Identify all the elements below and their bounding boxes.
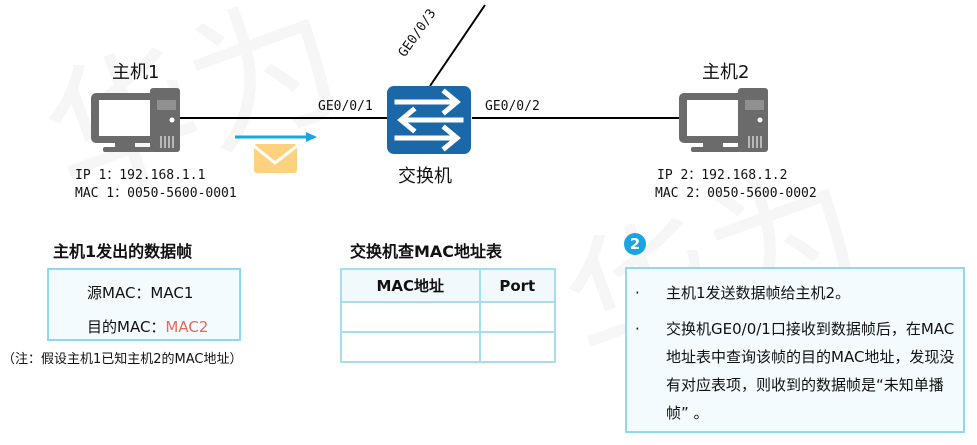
table-cell [340,301,481,333]
switch-arrows-icon[interactable] [387,86,471,154]
table-row [340,301,557,333]
host1-ip: IP 1：192.168.1.1 [75,168,206,183]
table-header-row: MAC地址 Port [340,268,557,303]
frame-panel-title: 主机1发出的数据帧 [53,242,193,261]
step-number-badge: 2 [624,233,646,255]
dst-mac-label: 目的MAC： [87,318,166,336]
table-row [340,331,557,363]
host2-label: 主机2 [702,62,750,83]
frame-panel: 源MAC：MAC1 目的MAC：MAC2 [47,268,241,341]
link-switch-ge003 [429,4,486,87]
bullet-text: 主机1发送数据帧给主机2。 [666,284,851,302]
switch-label: 交换机 [398,166,452,187]
port-label-ge002: GE0/0/2 [485,99,540,114]
bullet-text: 交换机GE0/0/1口接收到数据帧后，在MAC地址表中查询该帧的目的MAC地址，… [666,320,955,422]
column-header-mac: MAC地址 [340,268,481,303]
assumption-note: （注：假设主机1已知主机2的MAC地址） [2,352,243,367]
host1-label: 主机1 [112,62,160,83]
src-mac-value: MAC1 [150,284,194,302]
table-cell [478,301,557,333]
envelope-icon [253,144,298,173]
mac-table-title: 交换机查MAC地址表 [350,242,503,261]
table-cell [478,331,557,363]
dst-mac-value: MAC2 [165,318,209,336]
port-label-ge001: GE0/0/1 [318,99,373,114]
dst-mac-line: 目的MAC：MAC2 [87,316,208,337]
host2-mac: MAC 2：0050-5600-0002 [655,186,817,201]
src-mac-line: 源MAC：MAC1 [87,282,193,303]
bullet-icon: · [635,320,640,338]
mac-address-table: MAC地址 Port [340,268,557,363]
host1-mac: MAC 1：0050-5600-0001 [75,186,237,201]
flow-arrow-icon [235,132,317,142]
table-cell [340,331,481,363]
bullet-icon: · [635,284,640,302]
src-mac-label: 源MAC： [87,284,151,302]
desktop-computer-icon[interactable] [676,84,772,154]
desktop-computer-icon[interactable] [88,84,184,154]
explanation-panel: · 主机1发送数据帧给主机2。 · 交换机GE0/0/1口接收到数据帧后，在MA… [625,267,965,433]
column-header-port: Port [478,268,557,303]
host2-ip: IP 2：192.168.1.2 [657,168,788,183]
